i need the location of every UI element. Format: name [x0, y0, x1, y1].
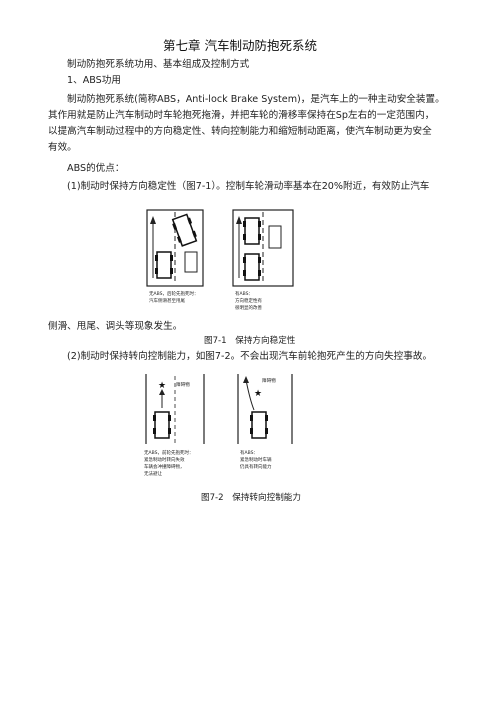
point-1-text: (1)制动时保持方向稳定性（图7-1）。控制车轮滑动率基本在20%附近，有效防止… [67, 181, 430, 192]
fig1-right-note: 有ABS： [235, 290, 253, 297]
fig1-left-note: 汽车侧滑甚至甩尾 [149, 297, 185, 304]
fig2-right-note: 有ABS： [240, 449, 258, 456]
fig2-obstacle-label: 障碍物 [176, 381, 190, 388]
point-2-text: (2)制动时保持转向控制能力，如图7-2。不会出现汽车前轮抱死产生的方向失控事故… [67, 351, 433, 362]
page-title: 第七章 汽车制动防抱死系统 [163, 38, 317, 53]
paragraph-line: 制动防抱死系统(简称ABS，Anti-lock Brake System)，是汽… [67, 94, 445, 105]
fig1-left-note: 无ABS，后轮先抱死时： [149, 290, 198, 297]
fig1-right-note: 很明显的改善 [235, 304, 262, 311]
fig2-obstacle-label: 障碍物 [262, 377, 276, 384]
paragraph-line: 有效。 [48, 142, 77, 153]
fig2-left-note: 无ABS，前轮先抱死时： [144, 449, 193, 456]
figure-7-2-caption: 图7-2 保持转向控制能力 [201, 493, 301, 503]
paragraph-line: 其作用就是防止汽车制动时车轮抱死拖滑，并把车轮的滑移率保持在Sp左右的一定范围内… [48, 110, 435, 121]
intro-line: 制动防抱死系统功用、基本组成及控制方式 [67, 59, 250, 70]
section-heading: 1、ABS功用 [67, 75, 121, 86]
fig2-left-note: 无法避让 [144, 470, 162, 477]
advantages-heading: ABS的优点： [67, 163, 125, 174]
fig2-left-note: 车辆会冲撞障碍物， [144, 463, 185, 470]
obstacle-star-icon: ★ [158, 381, 166, 391]
figure-7-1-drawing: 无ABS，后轮先抱死时： 汽车侧滑甚至甩尾 有ABS： 方向稳定性有 很明显的改… [146, 209, 294, 311]
figure-7-2: ★ 障碍物 ★ 障碍物 无ABS，前轮先抱死时： 紧急制动时转向失效 车辆会冲撞… [142, 370, 312, 484]
obstacle-star-icon: ★ [254, 389, 262, 399]
fig2-right-note: 紧急制动时车辆 [240, 456, 272, 463]
point-1-continuation: 侧滑、甩尾、调头等现象发生。 [48, 321, 183, 332]
fig2-left-note: 紧急制动时转向失效 [144, 456, 185, 463]
figure-7-1: 无ABS，后轮先抱死时： 汽车侧滑甚至甩尾 有ABS： 方向稳定性有 很明显的改… [145, 208, 315, 314]
fig2-right-note: 仍具有转向能力 [240, 463, 272, 470]
paragraph-line: 以提高汽车制动过程中的方向稳定性、转向控制能力和缩短制动距离，使汽车制动更为安全 [48, 126, 432, 137]
figure-7-2-drawing: ★ 障碍物 ★ 障碍物 无ABS，前轮先抱死时： 紧急制动时转向失效 车辆会冲撞… [144, 374, 293, 477]
figure-7-1-caption: 图7-1 保持方向稳定性 [204, 336, 296, 346]
fig1-right-note: 方向稳定性有 [235, 297, 262, 304]
